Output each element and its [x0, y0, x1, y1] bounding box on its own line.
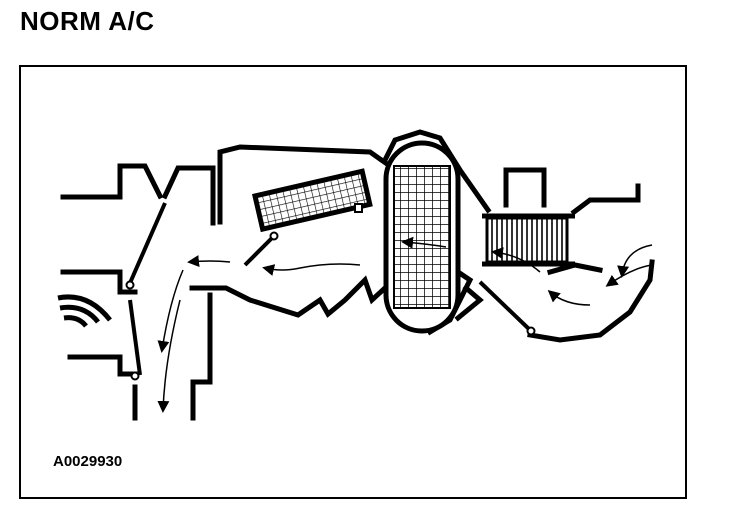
- door-pivot: [269, 231, 279, 241]
- panel-outlet: [57, 294, 112, 328]
- blower-top-box: [503, 167, 547, 208]
- panel-floor-door: [128, 299, 142, 376]
- door-stop: [354, 203, 363, 213]
- evaporator-core: [383, 140, 461, 334]
- right-upper-wall: [570, 183, 641, 216]
- recirc-door: [478, 280, 532, 332]
- airflow-arrow: [187, 255, 231, 268]
- airflow-arrow: [157, 269, 184, 353]
- blower-element: [482, 213, 575, 267]
- recirc-duct-wall: [527, 259, 655, 343]
- defrost-door: [128, 202, 167, 284]
- airflow-arrow: [157, 299, 181, 413]
- lower-right-wall: [454, 284, 484, 322]
- panel-duct-upper-wall: [60, 269, 138, 295]
- door-pivot: [526, 326, 536, 336]
- airflow-arrow: [547, 290, 591, 306]
- airflow-arrow: [605, 264, 653, 287]
- diagram-frame: [19, 65, 687, 499]
- lower-housing-wall: [189, 275, 389, 318]
- heater-core: [252, 168, 373, 233]
- doors: [125, 202, 536, 381]
- upper-housing-wall: [217, 144, 394, 225]
- panel-duct-lower-wall: [67, 354, 138, 377]
- defrost-duct-wall: [161, 165, 216, 226]
- door-pivot: [130, 371, 140, 381]
- airflow-arrow: [262, 263, 361, 276]
- airflow-arrows: [157, 236, 653, 413]
- airflow-arrow: [491, 247, 541, 273]
- figure-id: A0029930: [53, 453, 123, 470]
- airflow-arrow: [401, 236, 447, 249]
- diagram-title: NORM A/C: [20, 6, 155, 36]
- blend-door: [243, 234, 276, 267]
- door-pivot: [125, 280, 135, 290]
- floor-duct-right-wall: [190, 292, 213, 421]
- left-upper-wall: [60, 163, 164, 200]
- airflow-arrow: [617, 244, 653, 278]
- evaporator-top-wall: [381, 129, 492, 214]
